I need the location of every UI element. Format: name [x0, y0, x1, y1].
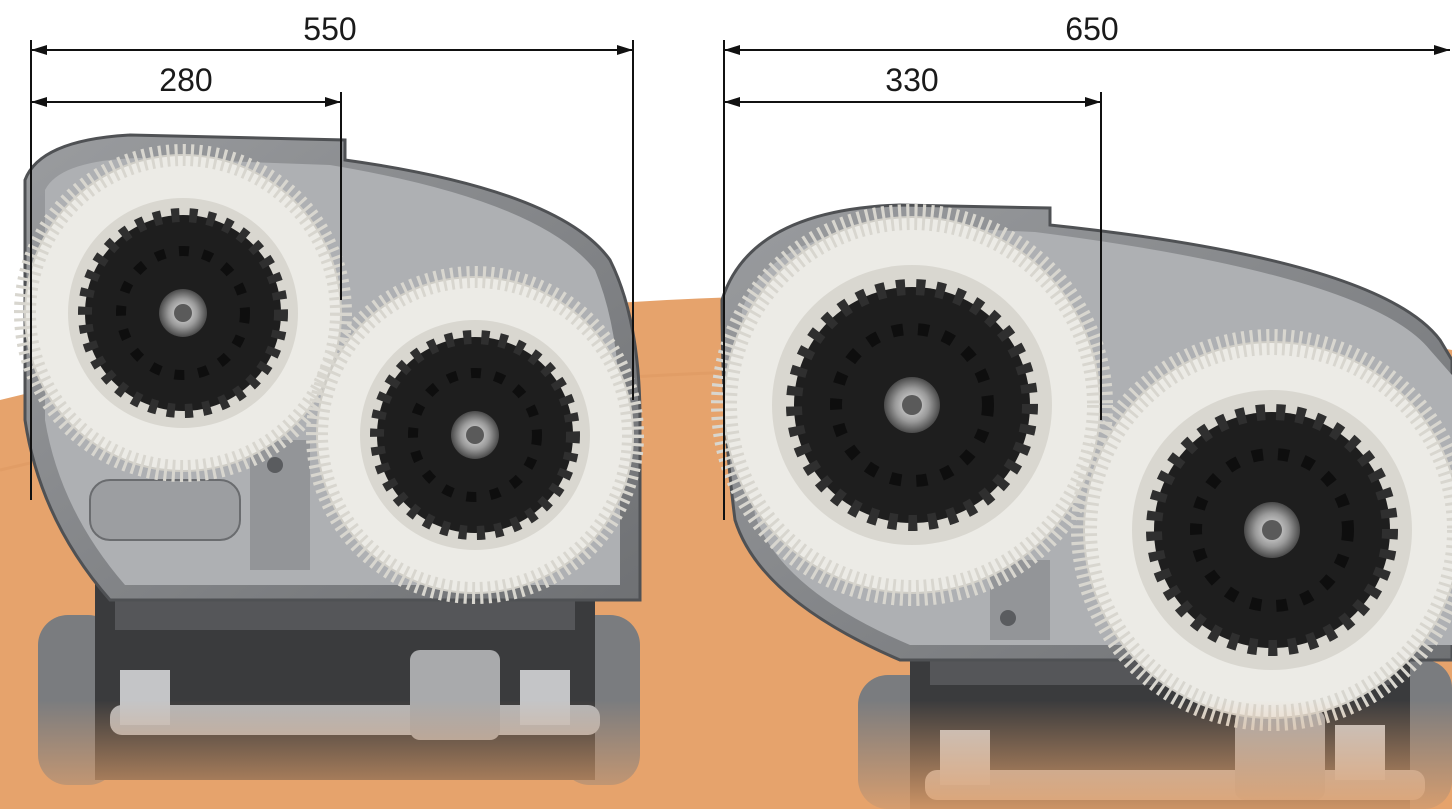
left-brush-label: 280 — [159, 62, 212, 98]
left-brush-large — [306, 266, 644, 604]
right-brush-small — [711, 204, 1113, 606]
left-total-label: 550 — [303, 11, 356, 47]
right-brush-label: 330 — [885, 62, 938, 98]
floor-fade — [0, 700, 1452, 809]
left-brush-dimension — [31, 92, 342, 300]
left-total-dimension — [30, 40, 634, 500]
right-brush-large — [1071, 329, 1452, 731]
right-total-label: 650 — [1065, 11, 1118, 47]
left-brush-small — [14, 144, 352, 482]
right-total-dimension — [723, 40, 1450, 520]
right-brush-dimension — [724, 92, 1102, 420]
